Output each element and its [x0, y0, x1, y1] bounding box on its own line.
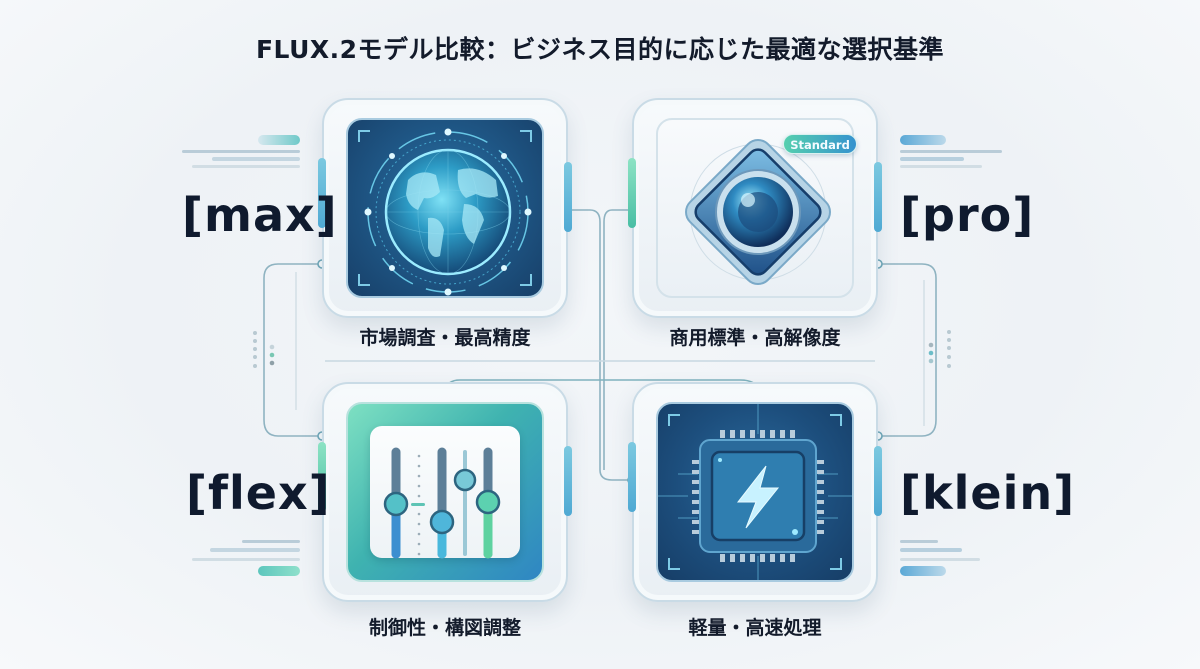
page-title: FLUX.2モデル比較：ビジネス目的に応じた最適な選択基準 — [255, 35, 945, 64]
card-klein-image — [656, 402, 854, 582]
standard-badge: Standard — [783, 134, 857, 154]
model-name-pro: [pro] — [900, 188, 1035, 242]
decorative-bars-flex — [170, 540, 300, 580]
model-name-klein: [klein] — [900, 466, 1076, 520]
card-klein[interactable] — [628, 382, 882, 602]
card-max-image — [346, 118, 544, 298]
decorative-bars-klein — [900, 540, 1030, 580]
card-flex-caption: 制御性・構図調整 — [368, 617, 521, 639]
camera-lens-icon — [685, 139, 831, 285]
card-max-caption: 市場調査・最高精度 — [359, 327, 531, 349]
globe-icon — [364, 128, 532, 296]
sliders-icon — [383, 447, 501, 559]
card-pro-caption: 商用標準・高解像度 — [669, 327, 841, 349]
model-name-max: [max] — [182, 188, 338, 242]
decorative-bars-pro — [900, 135, 1030, 175]
decorative-bars-max — [170, 135, 300, 175]
model-name-flex: [flex] — [186, 466, 331, 520]
card-klein-caption: 軽量・高速処理 — [688, 617, 822, 639]
card-flex-image — [346, 402, 544, 582]
lightning-chip-icon — [658, 404, 852, 580]
card-pro[interactable] — [628, 98, 882, 318]
card-max[interactable] — [318, 98, 572, 318]
card-pro-image — [656, 118, 854, 298]
card-flex[interactable] — [318, 382, 572, 602]
